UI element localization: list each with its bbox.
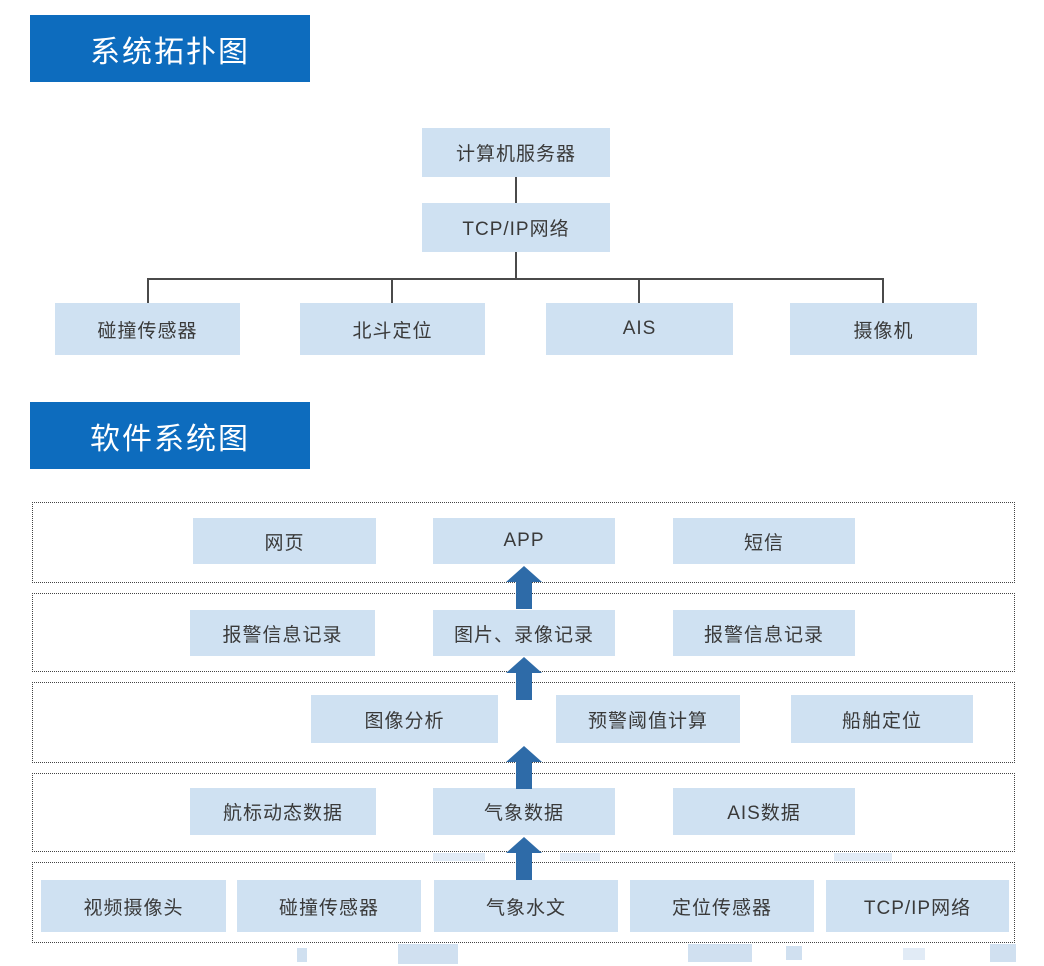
up-arrow-icon xyxy=(506,657,542,700)
software-title: 软件系统图 xyxy=(90,422,250,456)
node-webpage: 网页 xyxy=(193,518,376,564)
node-collision-sensor-sw: 碰撞传感器 xyxy=(237,880,421,932)
node-tcpip-network: TCP/IP网络 xyxy=(422,203,610,252)
watermark-ghost xyxy=(297,948,307,962)
up-arrow-icon xyxy=(506,837,542,880)
node-tcpip-network-sw: TCP/IP网络 xyxy=(826,880,1009,932)
node-sms: 短信 xyxy=(673,518,855,564)
watermark-ghost xyxy=(560,853,600,861)
up-arrow-icon xyxy=(506,566,542,609)
software-title-banner: 软件系统图 xyxy=(30,402,310,469)
watermark-ghost xyxy=(786,946,802,960)
connector-bus-line xyxy=(147,278,884,280)
watermark-ghost xyxy=(903,948,925,960)
watermark-ghost xyxy=(834,853,892,861)
watermark-ghost xyxy=(688,944,752,962)
node-beidou-positioning: 北斗定位 xyxy=(300,303,485,355)
node-alarm-record-right: 报警信息记录 xyxy=(673,610,855,656)
node-alarm-record-left: 报警信息记录 xyxy=(190,610,375,656)
node-picture-video-record: 图片、录像记录 xyxy=(433,610,615,656)
node-positioning-sensor: 定位传感器 xyxy=(630,880,814,932)
node-computer-server: 计算机服务器 xyxy=(422,128,610,177)
connector-network-to-bus xyxy=(515,252,517,279)
up-arrow-icon xyxy=(506,746,542,789)
connector-drop-1 xyxy=(147,278,149,303)
node-image-analysis: 图像分析 xyxy=(311,695,498,743)
node-meteorological-hydrology: 气象水文 xyxy=(434,880,618,932)
connector-drop-3 xyxy=(638,278,640,303)
watermark-ghost xyxy=(990,944,1016,962)
connector-drop-2 xyxy=(391,278,393,303)
node-app: APP xyxy=(433,518,615,564)
connector-server-to-network xyxy=(515,177,517,203)
node-weather-data: 气象数据 xyxy=(433,788,615,835)
watermark-ghost xyxy=(398,944,458,964)
topology-title: 系统拓扑图 xyxy=(90,35,250,69)
node-video-camera: 视频摄像头 xyxy=(41,880,226,932)
connector-drop-4 xyxy=(882,278,884,303)
node-beacon-dynamic-data: 航标动态数据 xyxy=(190,788,376,835)
node-warning-threshold-calc: 预警阈值计算 xyxy=(556,695,740,743)
node-ais-data: AIS数据 xyxy=(673,788,855,835)
watermark-ghost xyxy=(433,853,485,861)
node-camera: 摄像机 xyxy=(790,303,977,355)
node-ship-positioning: 船舶定位 xyxy=(791,695,973,743)
node-collision-sensor: 碰撞传感器 xyxy=(55,303,240,355)
topology-title-banner: 系统拓扑图 xyxy=(30,15,310,82)
node-ais: AIS xyxy=(546,303,733,355)
